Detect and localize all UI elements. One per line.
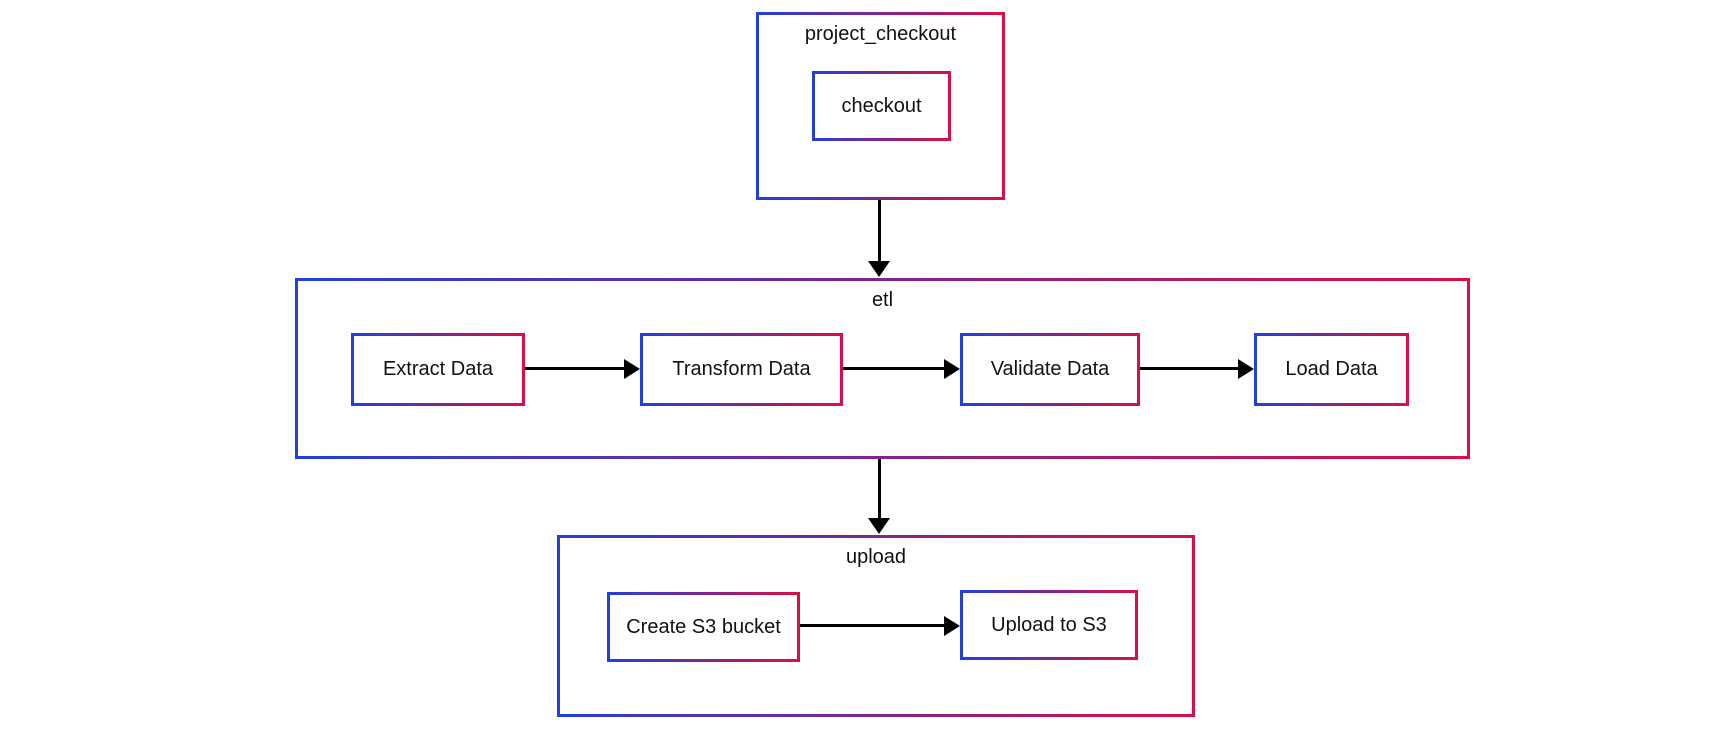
node-extract-data: Extract Data	[351, 333, 525, 406]
node-create-s3-bucket: Create S3 bucket	[607, 592, 800, 662]
group-label-etl: etl	[871, 289, 894, 311]
node-checkout: checkout	[812, 71, 951, 141]
arrowhead-down-icon	[868, 518, 890, 534]
arrowhead-right-icon	[944, 359, 960, 379]
edge-create-to-upload-s3	[800, 624, 944, 627]
arrowhead-down-icon	[868, 261, 890, 277]
arrowhead-right-icon	[1238, 359, 1254, 379]
group-label-upload: upload	[845, 546, 907, 568]
node-upload-to-s3: Upload to S3	[960, 590, 1138, 660]
edge-etl-to-upload	[878, 459, 881, 519]
arrowhead-right-icon	[944, 616, 960, 636]
node-validate-data: Validate Data	[960, 333, 1140, 406]
edge-extract-to-transform	[525, 367, 625, 370]
arrowhead-right-icon	[624, 359, 640, 379]
edge-transform-to-validate	[843, 367, 944, 370]
node-transform-data: Transform Data	[640, 333, 843, 406]
group-label-project-checkout: project_checkout	[804, 23, 957, 45]
edge-project-checkout-to-etl	[878, 200, 881, 262]
edge-validate-to-load	[1140, 367, 1238, 370]
node-load-data: Load Data	[1254, 333, 1409, 406]
